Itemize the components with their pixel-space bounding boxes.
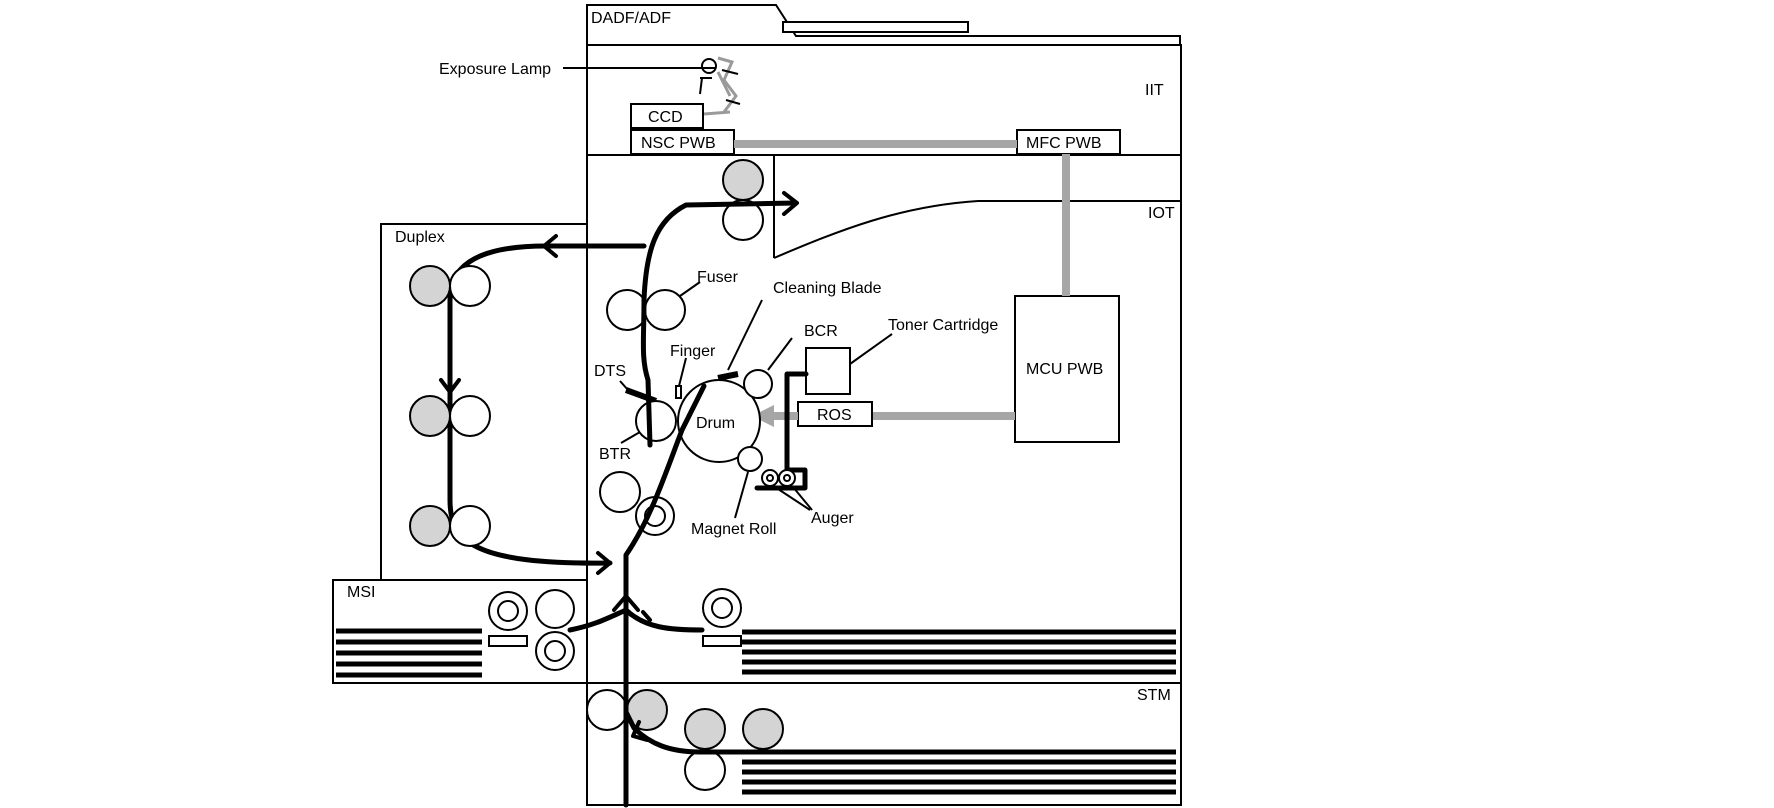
toner-cartridge-box	[805, 347, 851, 395]
stm-roll-3	[684, 749, 726, 791]
bcr-label: BCR	[804, 323, 838, 340]
stm-module: STM	[586, 680, 1182, 808]
dadf-label: DADF/ADF	[591, 10, 671, 27]
duplex-label: Duplex	[395, 229, 445, 246]
main-paper-path	[623, 200, 798, 803]
developer-housing	[754, 371, 809, 491]
iit-label: IIT	[1145, 82, 1164, 99]
stm-label: STM	[1137, 687, 1171, 704]
mcu-pwb-label: MCU PWB	[1026, 361, 1103, 378]
mfc-pwb-label: MFC PWB	[1026, 135, 1102, 152]
ccd-label: CCD	[648, 109, 683, 126]
nsc-pwb-box	[630, 129, 735, 155]
dadf-module: DADF/ADF	[586, 4, 1181, 46]
exit-roll-bottom	[722, 199, 764, 241]
stm-roll-1a	[586, 689, 628, 731]
iot-module: IOT MCU PWB ROS Toner Cartridge Drum BCR…	[439, 154, 1182, 806]
exit-roll-top	[722, 159, 764, 201]
fuser-label: Fuser	[697, 269, 739, 286]
auger-label: Auger	[811, 510, 854, 527]
fuser-roll-left	[606, 289, 648, 331]
cleaning-blade-label: Cleaning Blade	[773, 280, 882, 297]
duplex-roll-3a	[409, 505, 451, 547]
duplex-roll-2a	[409, 395, 451, 437]
toner-cartridge-label: Toner Cartridge	[888, 317, 998, 334]
ros-label: ROS	[817, 407, 852, 424]
magnet-roll-label: Magnet Roll	[691, 521, 776, 538]
cleaning-blade	[717, 371, 739, 381]
bcr-roll	[743, 369, 773, 399]
msi-label: MSI	[347, 584, 375, 601]
duplex-roll-2b	[449, 395, 491, 437]
duplex-module: Duplex	[380, 223, 587, 581]
finger	[675, 385, 682, 399]
scanner-carriage	[699, 56, 741, 116]
duplex-roll-3b	[449, 505, 491, 547]
exposure-lamp-label: Exposure Lamp	[439, 61, 551, 78]
nsc-pwb-label: NSC PWB	[641, 135, 716, 152]
ros-box	[797, 401, 873, 427]
dts-label: DTS	[594, 363, 626, 380]
duplex-roll-1a	[409, 265, 451, 307]
msi-pinch-roll	[535, 589, 575, 629]
magnet-roll	[737, 446, 763, 472]
fuser-roll-right	[644, 289, 686, 331]
iit-module: IIT CCD NSC PWB MFC PWB Exposure Lamp	[439, 44, 1182, 156]
drum-label: Drum	[696, 415, 735, 432]
auger-pair	[761, 469, 796, 487]
duplex-roll-1b	[449, 265, 491, 307]
registration-roll-left	[599, 471, 641, 513]
finger-label: Finger	[670, 343, 716, 360]
stm-roll-2a	[684, 708, 726, 750]
ccd-box	[630, 103, 704, 129]
iot-tray	[587, 588, 1181, 684]
iot-label: IOT	[1148, 205, 1175, 222]
dts	[624, 387, 658, 404]
stm-roll-2b	[742, 708, 784, 750]
btr-label: BTR	[599, 446, 631, 463]
btr-roll	[635, 400, 677, 442]
laser-arrow	[752, 405, 774, 427]
msi-module: MSI	[332, 579, 629, 684]
duplex-return-path	[447, 243, 647, 566]
